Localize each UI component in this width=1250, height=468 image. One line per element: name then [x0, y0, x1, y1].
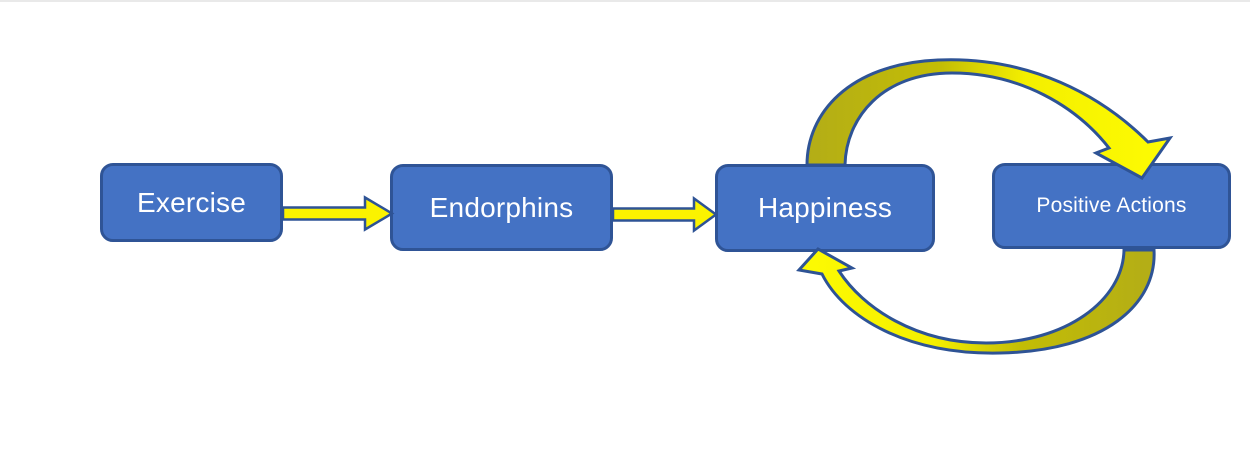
node-endorphins: Endorphins [390, 164, 613, 251]
arrow-positive-actions-to-happiness [796, 247, 1156, 355]
node-happiness-label: Happiness [757, 192, 893, 223]
node-exercise: Exercise [100, 163, 283, 242]
arrow-exercise-to-endorphins [281, 195, 395, 232]
arrow-endorphins-to-happiness [611, 196, 719, 233]
arrow-happiness-to-positive-actions [805, 58, 1174, 180]
node-positive-actions-label: Positive Actions [1036, 194, 1187, 217]
node-exercise-label: Exercise [137, 186, 246, 218]
node-endorphins-label: Endorphins [429, 191, 574, 223]
node-happiness: Happiness [715, 164, 935, 252]
node-positive-actions: Positive Actions [992, 163, 1231, 249]
